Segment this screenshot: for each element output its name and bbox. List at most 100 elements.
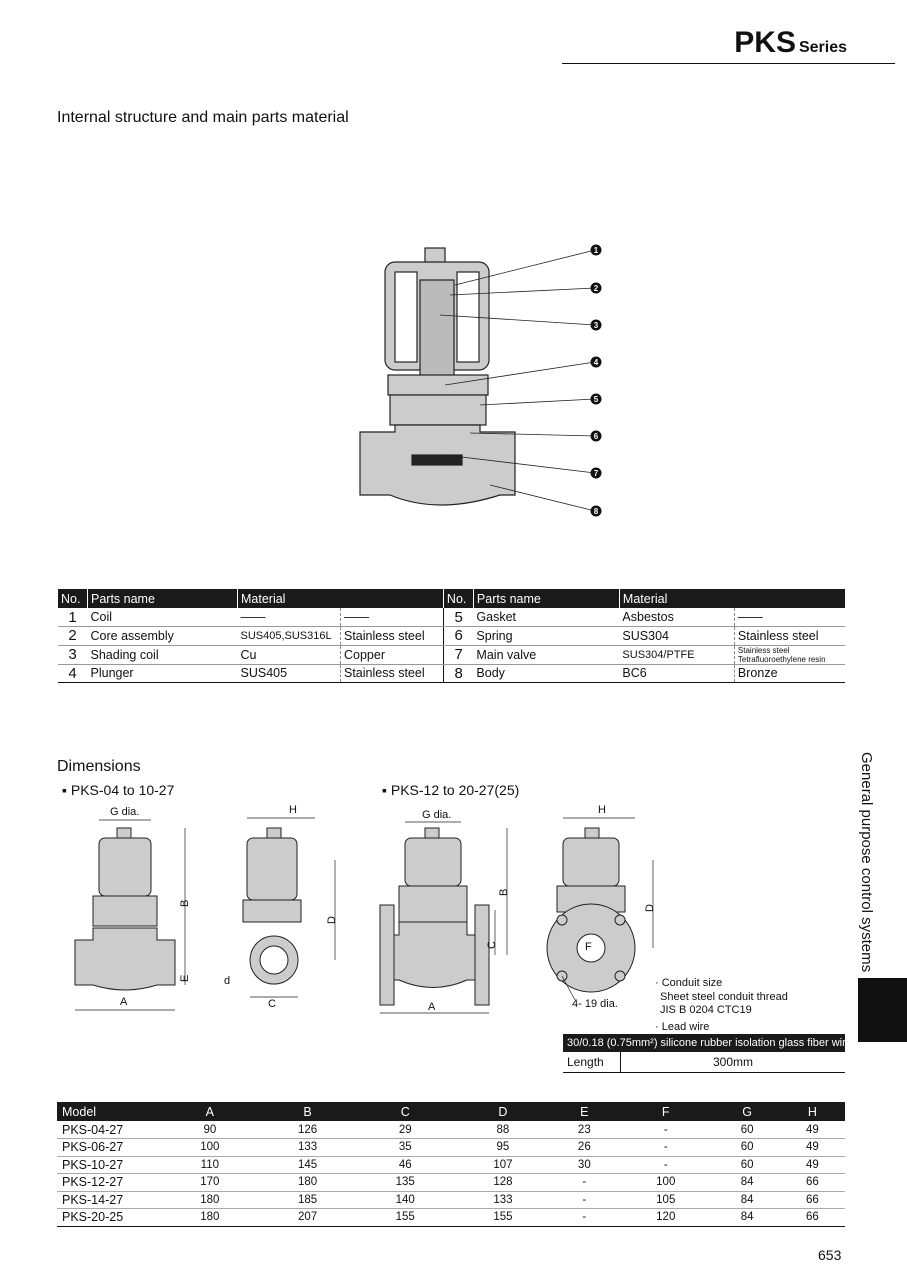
cell-model: PKS-06-27 bbox=[57, 1138, 161, 1157]
col-parts-name: Parts name bbox=[87, 589, 238, 608]
table-cell: 7 bbox=[442, 645, 474, 665]
cell-value: 60 bbox=[714, 1121, 780, 1139]
cell-value: 49 bbox=[779, 1121, 845, 1139]
cell-value: 84 bbox=[714, 1208, 780, 1227]
table-cell: —— bbox=[733, 608, 845, 627]
col-model: Model bbox=[57, 1102, 161, 1121]
cell-value: 60 bbox=[714, 1138, 780, 1157]
structure-heading: Internal structure and main parts materi… bbox=[57, 109, 349, 126]
table-cell: Gasket bbox=[473, 608, 620, 627]
cell-value: 135 bbox=[356, 1173, 455, 1192]
cell-model: PKS-14-27 bbox=[57, 1191, 161, 1209]
label-d-small: d bbox=[224, 975, 230, 987]
cell-value: - bbox=[616, 1138, 715, 1157]
cell-value: 180 bbox=[258, 1173, 357, 1192]
table-cell: 6 bbox=[442, 626, 474, 646]
cell-value: 46 bbox=[356, 1156, 455, 1174]
table-cell: Stainless steel bbox=[340, 626, 444, 646]
header-rule bbox=[562, 63, 895, 64]
label-d: D bbox=[326, 916, 338, 924]
table-cell: —— bbox=[340, 608, 444, 627]
series-code: PKS bbox=[734, 26, 796, 59]
cell-model: PKS-20-25 bbox=[57, 1208, 161, 1227]
col-h: H bbox=[779, 1102, 845, 1121]
cell-value: 133 bbox=[258, 1138, 357, 1157]
label-h: H bbox=[289, 804, 297, 816]
cell-model: PKS-12-27 bbox=[57, 1173, 161, 1192]
table-cell: SUS304/PTFE bbox=[619, 645, 735, 665]
cell-value: 49 bbox=[779, 1138, 845, 1157]
cell-value: 180 bbox=[161, 1191, 259, 1209]
col-no: No. bbox=[57, 589, 88, 608]
table-cell: 3 bbox=[57, 645, 88, 665]
cell-value: - bbox=[616, 1121, 715, 1139]
table-cell: Main valve bbox=[473, 645, 620, 665]
label-a: A bbox=[120, 996, 128, 1008]
cell-value: 84 bbox=[714, 1173, 780, 1192]
table-cell: Body bbox=[473, 664, 620, 683]
cell-value: 100 bbox=[161, 1138, 259, 1157]
conduit-notes: · Conduit size Sheet steel conduit threa… bbox=[655, 977, 788, 1033]
col-parts-name: Parts name bbox=[472, 589, 620, 608]
table-cell: Spring bbox=[473, 626, 620, 646]
cell-value: 35 bbox=[356, 1138, 455, 1157]
cell-value: - bbox=[551, 1208, 617, 1227]
table-cell: Plunger bbox=[87, 664, 238, 683]
cell-value: 66 bbox=[779, 1208, 845, 1227]
cell-value: 100 bbox=[616, 1173, 715, 1192]
table-cell: 1 bbox=[57, 608, 88, 627]
callout-number: 7 bbox=[594, 469, 599, 478]
cell-value: 140 bbox=[356, 1191, 455, 1209]
cell-value: 180 bbox=[161, 1208, 259, 1227]
cell-value: 88 bbox=[454, 1121, 552, 1139]
col-c: C bbox=[356, 1102, 455, 1121]
cell-value: 95 bbox=[454, 1138, 552, 1157]
cell-value: 120 bbox=[616, 1208, 715, 1227]
label-f: F bbox=[585, 941, 592, 953]
parts-material-table: No. Parts name Material No. Parts name M… bbox=[57, 589, 845, 683]
table-cell: Asbestos bbox=[619, 608, 735, 627]
subheading-large-models: ▪ PKS-12 to 20-27(25) bbox=[382, 782, 520, 798]
callout-number: 4 bbox=[594, 358, 599, 367]
cell-value: 185 bbox=[258, 1191, 357, 1209]
cell-value: 155 bbox=[356, 1208, 455, 1227]
table-cell: Stainless steel bbox=[733, 626, 845, 646]
col-material: Material bbox=[618, 589, 845, 608]
lead-wire-table: 30/0.18 (0.75mm²) silicone rubber isolat… bbox=[563, 1034, 852, 1073]
table-cell: Coil bbox=[87, 608, 238, 627]
cell-value: 66 bbox=[779, 1191, 845, 1209]
callout-marker bbox=[590, 244, 602, 256]
label-b: B bbox=[498, 889, 510, 896]
side-tab-marker bbox=[858, 978, 907, 1042]
cell-value: 105 bbox=[616, 1191, 715, 1209]
cell-value: - bbox=[551, 1191, 617, 1209]
cell-value: 66 bbox=[779, 1173, 845, 1192]
cell-value: 49 bbox=[779, 1156, 845, 1174]
cell-value: 29 bbox=[356, 1121, 455, 1139]
table-cell: 2 bbox=[57, 626, 88, 646]
cell-value: 128 bbox=[454, 1173, 552, 1192]
col-material: Material bbox=[237, 589, 444, 608]
cell-value: - bbox=[616, 1156, 715, 1174]
cell-value: 84 bbox=[714, 1191, 780, 1209]
col-no: No. bbox=[442, 589, 474, 608]
table-cell: 5 bbox=[442, 608, 474, 627]
cell-value: 145 bbox=[258, 1156, 357, 1174]
table-cell: 8 bbox=[442, 664, 474, 683]
table-cell: SUS405 bbox=[237, 664, 341, 683]
lead-wire-spec: 30/0.18 (0.75mm²) silicone rubber isolat… bbox=[563, 1034, 852, 1052]
cell-value: 60 bbox=[714, 1156, 780, 1174]
table-cell: Stainless steel bbox=[340, 664, 444, 683]
table-cell: Bronze bbox=[733, 664, 845, 683]
cell-value: 133 bbox=[454, 1191, 552, 1209]
length-label: Length bbox=[563, 1052, 621, 1072]
